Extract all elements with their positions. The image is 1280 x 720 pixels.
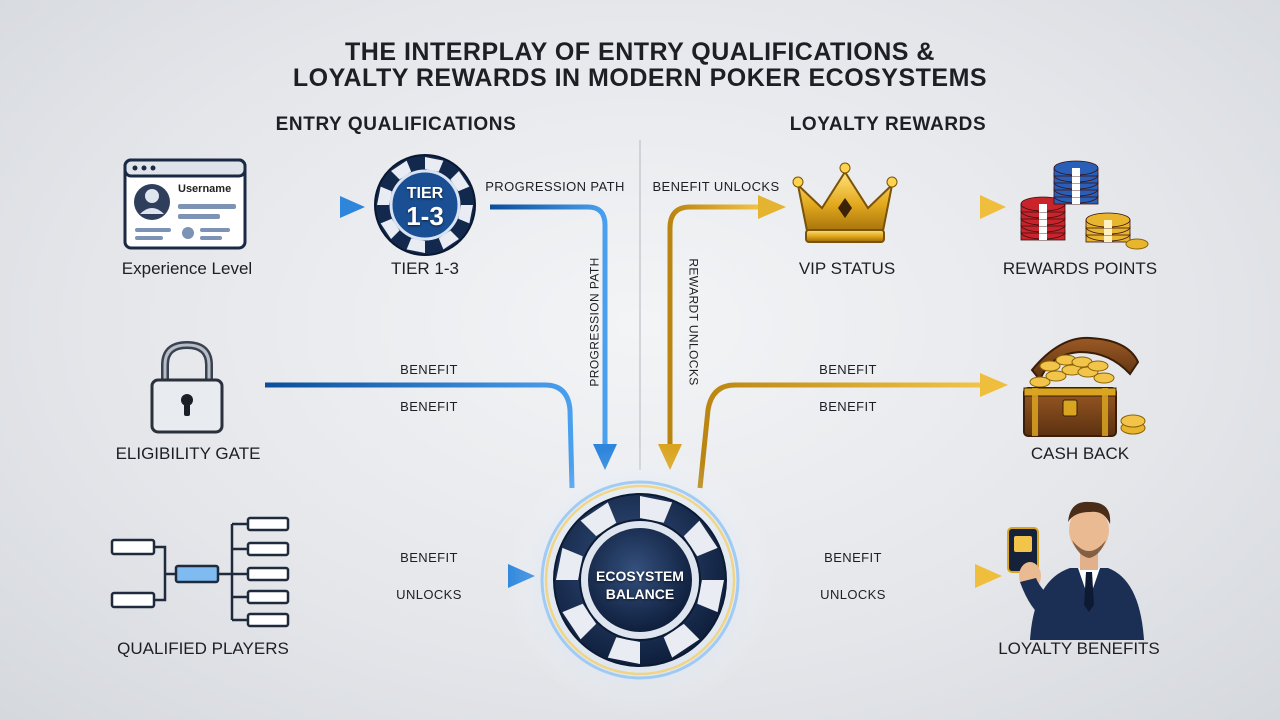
hub-label: ECOSYSTEM BALANCE [570,567,710,603]
connector-gate-benefit-2: BENEFIT [400,399,458,414]
label-tier: TIER 1-3 [390,259,460,278]
connector-progression-path: PROGRESSION PATH [485,179,625,194]
label-qualified-players: QUALIFIED PLAYERS [117,639,289,658]
businessman-icon [1007,501,1144,640]
gold-connectors [658,195,1008,588]
label-vip-status: VIP STATUS [798,259,896,278]
connector-progression-path-vertical: PROGRESSION PATH [587,257,602,387]
tier-chip-icon [374,154,476,256]
connector-cash-benefit-2: BENEFIT [819,399,877,414]
connector-benefit-unlocks: BENEFIT UNLOCKS [652,179,780,194]
section-entry-qualifications: ENTRY QUALIFICATIONS [275,114,517,135]
label-loyalty-benefits: LOYALTY BENEFITS [998,639,1160,658]
crown-icon [792,162,898,243]
section-loyalty-rewards: LOYALTY REWARDS [789,114,987,135]
title-line-1: THE INTERPLAY OF ENTRY QUALIFICATIONS & [345,38,935,66]
connector-players-benefit: BENEFIT [400,550,458,565]
tier-chip-line2: 1-3 [406,201,444,231]
label-eligibility-gate: ELIGIBILITY GATE [115,444,261,463]
connector-reward-unlocks-vertical: REWARDT UNLOCKS [686,258,701,386]
connector-loyalty-unlocks: UNLOCKS [820,587,886,602]
label-experience-level: Experience Level [121,259,253,278]
tier-chip-label: TIER 1-3 [406,183,444,231]
hub-line1: ECOSYSTEM [596,568,684,584]
treasure-chest-icon [1023,336,1146,437]
connector-loyalty-benefit: BENEFIT [824,550,882,565]
blue-connectors [265,196,617,588]
label-rewards-points: REWARDS POINTS [1002,259,1158,278]
padlock-icon [150,340,224,434]
tree-diagram-icon [110,516,290,628]
profile-card-icon [123,158,247,250]
connector-players-unlocks: UNLOCKS [396,587,462,602]
label-cash-back: CASH BACK [1030,444,1130,463]
hub-line2: BALANCE [605,586,675,602]
chip-stacks-icon [1020,160,1149,250]
connector-gate-benefit-1: BENEFIT [400,362,458,377]
connector-cash-benefit-1: BENEFIT [819,362,877,377]
tier-chip-line1: TIER [406,185,444,202]
profile-username: Username [178,183,232,195]
title-line-2: LOYALTY REWARDS IN MODERN POKER ECOSYSTE… [292,64,988,92]
ecosystem-hub [505,445,775,715]
